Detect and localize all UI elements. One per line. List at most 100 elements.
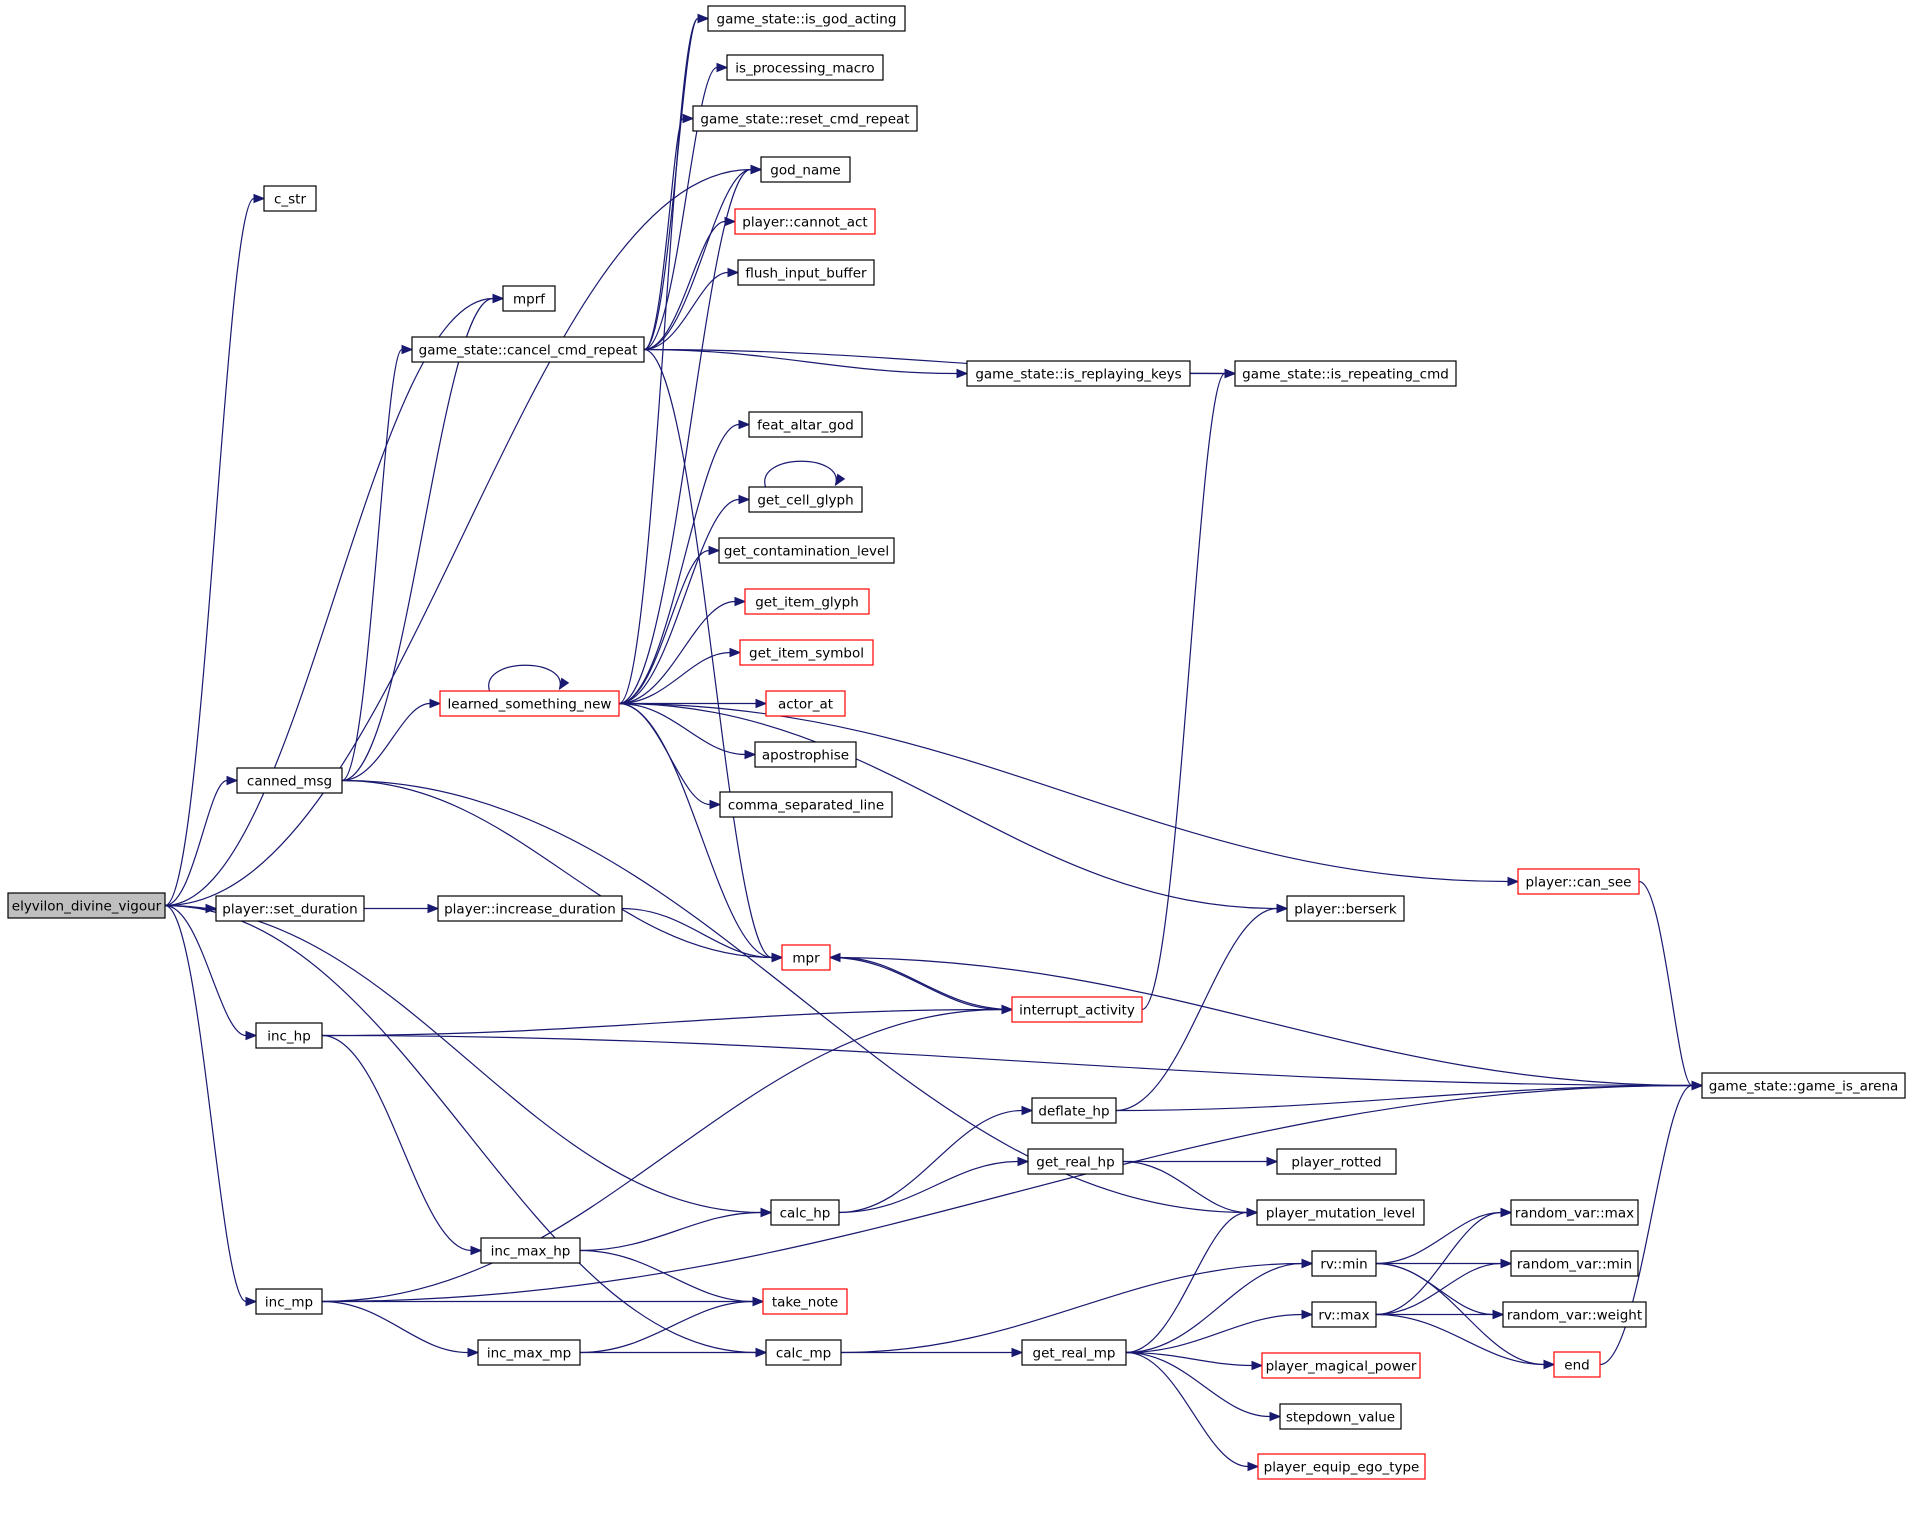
- edge-get_real_mp-to-rv_min: [1125, 1262, 1303, 1354]
- node-label: player::berserk: [1294, 902, 1397, 918]
- node-increase_duration[interactable]: player::increase_duration: [437, 895, 623, 922]
- edge-learned_something_new-to-get_cell_glyph: [618, 498, 740, 705]
- node-player_equip_ego_type[interactable]: player_equip_ego_type: [1257, 1453, 1426, 1480]
- node-box: [7, 892, 166, 919]
- arrowhead-learned_something_new-to-feat_altar_god: [738, 419, 751, 430]
- edge-cancel_cmd_repeat-to-cannot_act: [643, 220, 726, 351]
- node-is_repeating_cmd[interactable]: game_state::is_repeating_cmd: [1234, 360, 1457, 387]
- node-box: [1027, 1148, 1124, 1175]
- node-label: player::increase_duration: [444, 902, 616, 918]
- node-can_see[interactable]: player::can_see: [1517, 868, 1640, 895]
- arrowhead-inc_max_hp-to-calc_hp: [760, 1207, 773, 1218]
- node-rv_max[interactable]: rv::max: [1311, 1301, 1377, 1328]
- node-cancel_cmd_repeat[interactable]: game_state::cancel_cmd_repeat: [411, 336, 645, 363]
- node-get_real_mp[interactable]: get_real_mp: [1021, 1339, 1127, 1366]
- node-label: god_name: [770, 163, 840, 179]
- node-label: player::set_duration: [222, 902, 358, 918]
- node-get_item_glyph[interactable]: get_item_glyph: [744, 588, 870, 615]
- node-label: player::can_see: [1526, 875, 1632, 891]
- node-god_name[interactable]: god_name: [760, 156, 851, 183]
- node-interrupt_activity[interactable]: interrupt_activity: [1011, 996, 1143, 1023]
- node-player_magical_power[interactable]: player_magical_power: [1261, 1352, 1421, 1379]
- node-box: [754, 741, 857, 768]
- node-box: [744, 588, 870, 615]
- edge-canned_msg-to-player_mutation_level: [341, 779, 1248, 1214]
- node-c_str[interactable]: c_str: [263, 185, 317, 212]
- edge-learned_something_new-to-get_item_glyph: [618, 600, 736, 705]
- node-rv_min_var[interactable]: random_var::min: [1510, 1250, 1639, 1277]
- node-label: rv::max: [1318, 1308, 1369, 1324]
- edge-mpr-to-game_is_arena: [829, 956, 1693, 1087]
- node-stepdown_value[interactable]: stepdown_value: [1279, 1403, 1402, 1430]
- node-is_god_acting[interactable]: game_state::is_god_acting: [707, 5, 906, 32]
- node-calc_mp[interactable]: calc_mp: [765, 1339, 842, 1366]
- node-label: actor_at: [778, 697, 833, 713]
- node-get_real_hp[interactable]: get_real_hp: [1027, 1148, 1124, 1175]
- node-box: [707, 5, 906, 32]
- node-is_processing_macro[interactable]: is_processing_macro: [726, 54, 884, 81]
- node-label: player_rotted: [1291, 1155, 1381, 1171]
- node-label: take_note: [772, 1295, 838, 1311]
- node-canned_msg[interactable]: canned_msg: [236, 767, 343, 794]
- node-box: [734, 208, 876, 235]
- node-game_is_arena[interactable]: game_state::game_is_arena: [1701, 1072, 1906, 1099]
- edge-mpr-to-interrupt_activity: [829, 956, 1003, 1011]
- node-comma_separated_line[interactable]: comma_separated_line: [719, 791, 893, 818]
- node-rv_min[interactable]: rv::min: [1311, 1250, 1377, 1277]
- node-apostrophise[interactable]: apostrophise: [754, 741, 857, 768]
- node-end[interactable]: end: [1553, 1351, 1601, 1378]
- node-is_replaying_keys[interactable]: game_state::is_replaying_keys: [966, 360, 1191, 387]
- arrowhead-deflate_hp-to-berserk: [1276, 903, 1289, 914]
- node-player_mutation_level[interactable]: player_mutation_level: [1256, 1199, 1425, 1226]
- node-rv_weight[interactable]: random_var::weight: [1502, 1301, 1647, 1328]
- node-box: [966, 360, 1191, 387]
- node-label: get_real_hp: [1036, 1155, 1114, 1171]
- edge-learned_something_new-to-feat_altar_god: [618, 423, 740, 705]
- node-feat_altar_god[interactable]: feat_altar_god: [748, 411, 863, 438]
- node-label: is_processing_macro: [735, 61, 874, 77]
- node-get_contamination_level[interactable]: get_contamination_level: [718, 537, 895, 564]
- node-box: [760, 156, 851, 183]
- edge-rv_max-to-end: [1375, 1313, 1545, 1366]
- node-inc_max_hp[interactable]: inc_max_hp: [480, 1237, 581, 1264]
- edge-get_cell_glyph-to-get_cell_glyph: [764, 460, 837, 488]
- node-mpr[interactable]: mpr: [781, 944, 831, 971]
- node-inc_hp[interactable]: inc_hp: [255, 1022, 323, 1049]
- arrowhead-canned_msg-to-mprf: [492, 293, 505, 304]
- node-inc_mp[interactable]: inc_mp: [255, 1288, 323, 1315]
- node-mprf[interactable]: mprf: [502, 285, 556, 312]
- arrowhead-learned_something_new-to-is_god_acting: [697, 13, 710, 24]
- arrowhead-learned_something_new-to-god_name: [750, 164, 763, 175]
- node-inc_max_mp[interactable]: inc_max_mp: [477, 1339, 581, 1366]
- node-box: [1311, 1301, 1377, 1328]
- arrowhead-learned_something_new-to-learned_something_new: [558, 677, 570, 691]
- arrowhead-get_real_mp-to-player_magical_power: [1251, 1360, 1264, 1371]
- arrowhead-calc_hp-to-deflate_hp: [1021, 1105, 1034, 1116]
- edge-elyvilon_divine_vigour-to-mprf: [164, 297, 494, 907]
- node-get_item_symbol[interactable]: get_item_symbol: [739, 639, 874, 666]
- edge-rv_min-to-rv_weight: [1375, 1262, 1494, 1316]
- node-label: player_equip_ego_type: [1264, 1460, 1420, 1476]
- node-deflate_hp[interactable]: deflate_hp: [1031, 1097, 1117, 1124]
- node-reset_cmd_repeat[interactable]: game_state::reset_cmd_repeat: [692, 105, 918, 132]
- node-box: [719, 791, 893, 818]
- node-rv_max_var[interactable]: random_var::max: [1510, 1199, 1639, 1226]
- arrowhead-cancel_cmd_repeat-to-cannot_act: [724, 216, 737, 227]
- node-get_cell_glyph[interactable]: get_cell_glyph: [748, 486, 863, 513]
- node-label: player_mutation_level: [1266, 1206, 1415, 1222]
- node-actor_at[interactable]: actor_at: [765, 690, 846, 717]
- edge-get_real_mp-to-rv_max: [1125, 1313, 1303, 1354]
- node-calc_hp[interactable]: calc_hp: [770, 1199, 840, 1226]
- node-box: [1510, 1199, 1639, 1226]
- node-label: game_state::is_god_acting: [717, 12, 897, 28]
- node-label: calc_mp: [776, 1346, 831, 1362]
- node-berserk[interactable]: player::berserk: [1286, 895, 1405, 922]
- node-learned_something_new[interactable]: learned_something_new: [439, 690, 620, 717]
- node-cannot_act[interactable]: player::cannot_act: [734, 208, 876, 235]
- node-set_duration[interactable]: player::set_duration: [215, 895, 365, 922]
- node-player_rotted[interactable]: player_rotted: [1276, 1148, 1397, 1175]
- node-take_note[interactable]: take_note: [762, 1288, 848, 1315]
- node-flush_input_buffer[interactable]: flush_input_buffer: [737, 259, 875, 286]
- node-elyvilon_divine_vigour[interactable]: elyvilon_divine_vigour: [7, 892, 166, 919]
- edge-get_real_mp-to-player_mutation_level: [1125, 1211, 1248, 1354]
